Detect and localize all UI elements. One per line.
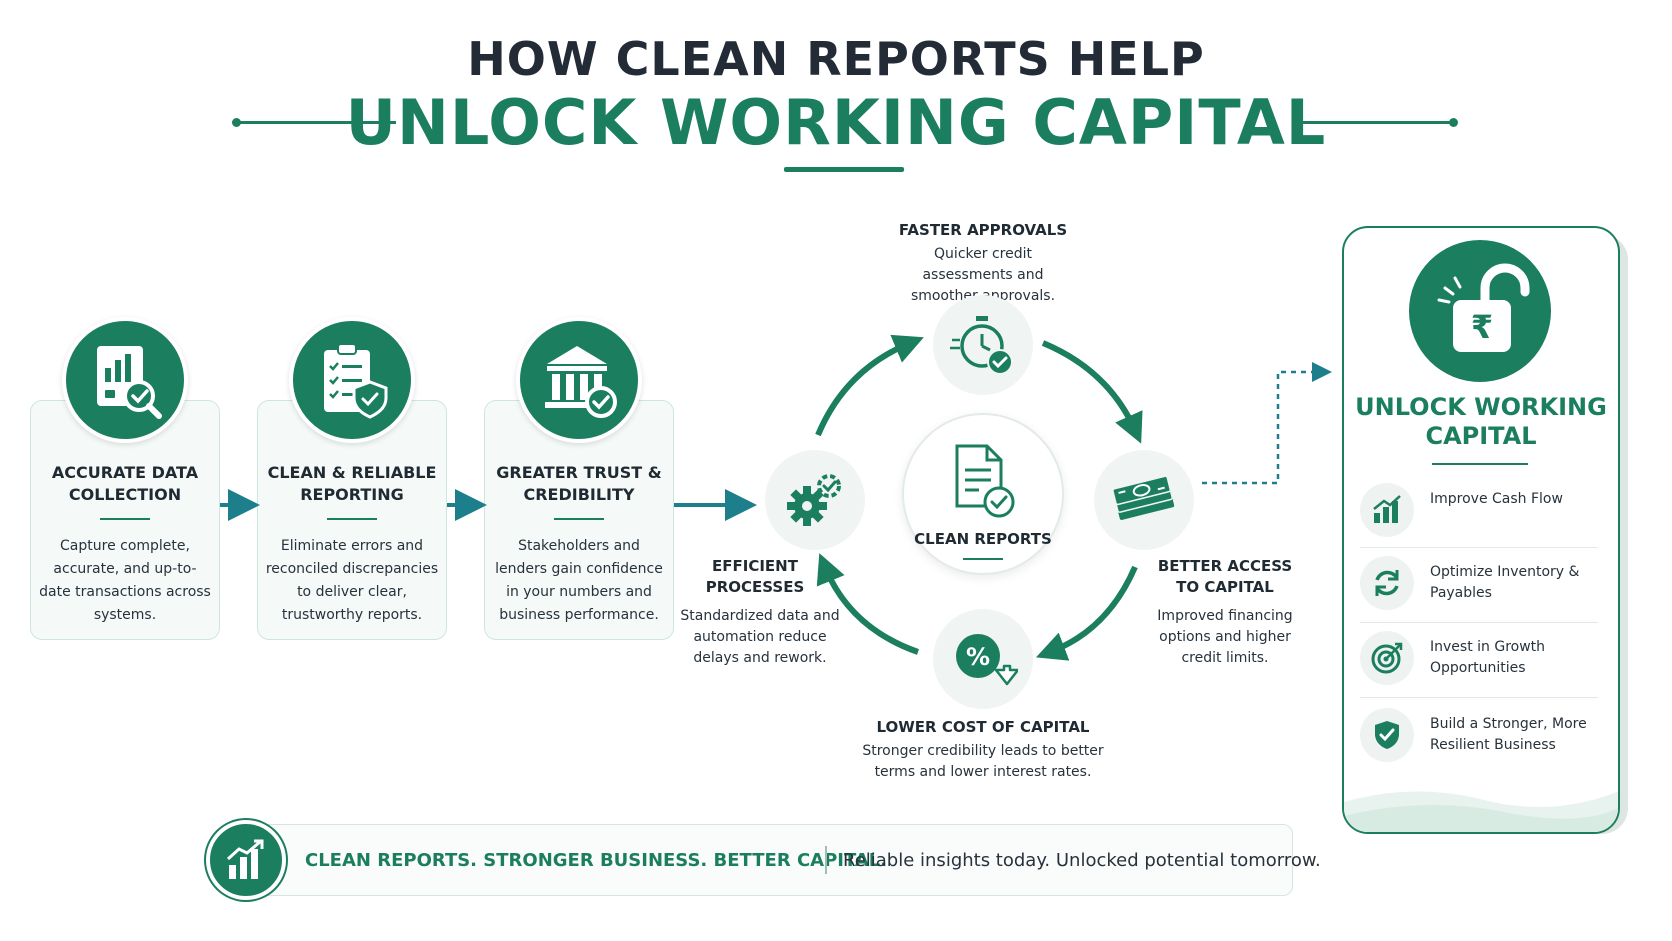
cycle-node-better-access	[1094, 450, 1194, 550]
cycle-node-lower-cost: %	[933, 609, 1033, 709]
dotted-connector-to-panel	[1202, 362, 1332, 485]
header-line-left	[236, 121, 396, 124]
panel-icon-circle: ₹	[1409, 240, 1551, 382]
cycle-desc-better-access: Improved financing options and higher cr…	[1157, 608, 1293, 666]
benefit-icon-wrap	[1360, 631, 1414, 685]
benefit-cash-flow: Improve Cash Flow	[1360, 481, 1600, 541]
step-rule-trust	[554, 518, 604, 520]
step-circle-trust	[516, 317, 642, 443]
bank-check-icon	[545, 346, 617, 418]
cycle-title-faster-approvals: FASTER APPROVALS	[898, 221, 1068, 239]
title-underline	[784, 167, 904, 172]
step-desc-reporting: Eliminate errors and reconciled discrepa…	[265, 538, 439, 623]
cycle-title-better-access: BETTER ACCESS TO CAPITAL	[1157, 557, 1293, 596]
stopwatch-check-icon	[950, 316, 1013, 375]
step-title-data-collection: ACCURATE DATA COLLECTION	[51, 463, 199, 504]
cycle-title-lower-cost: LOWER COST OF CAPITAL	[876, 718, 1090, 736]
benefit-label-inventory: Optimize Inventory & Payables	[1430, 564, 1580, 601]
step-circle-reporting	[289, 317, 415, 443]
benefit-divider	[1360, 547, 1598, 548]
header-line-right	[1293, 121, 1453, 124]
bottom-banner	[223, 824, 1293, 896]
growth-chart-icon	[1373, 495, 1401, 523]
benefit-icon-wrap	[1360, 708, 1414, 762]
banner-tagline: Reliable insights today. Unlocked potent…	[843, 850, 1321, 871]
svg-text:%: %	[966, 643, 990, 671]
cycle-arc-left-to-top	[815, 334, 924, 437]
step-desc-trust: Stakeholders and lenders gain confidence…	[495, 538, 663, 623]
header-dot-right	[1449, 118, 1458, 127]
banner-icon-circle	[206, 820, 286, 900]
panel-rule	[1432, 463, 1528, 465]
cycle-node-efficient-processes	[765, 450, 865, 550]
benefit-icon-wrap	[1360, 556, 1414, 610]
panel-title: UNLOCK WORKING CAPITAL	[1355, 393, 1607, 450]
benefit-divider	[1360, 622, 1598, 623]
benefit-inventory: Optimize Inventory & Payables	[1360, 554, 1600, 614]
refresh-cycle-icon	[1375, 570, 1399, 596]
shield-check-icon	[1375, 721, 1399, 749]
percent-down-icon: %	[956, 634, 1018, 686]
cycle-desc-efficient-processes: Standardized data and automation reduce …	[680, 608, 840, 666]
bar-growth-icon	[226, 839, 264, 879]
cycle-arc-top-to-right	[1041, 340, 1143, 444]
step-title-reporting: CLEAN & RELIABLE REPORTING	[267, 463, 437, 504]
banner-headline: CLEAN REPORTS. STRONGER BUSINESS. BETTER…	[305, 850, 888, 871]
benefit-label-cash-flow: Improve Cash Flow	[1430, 491, 1563, 507]
step-circle-data-collection	[62, 317, 188, 443]
panel-wave	[1344, 791, 1618, 832]
center-label: CLEAN REPORTS	[914, 530, 1052, 548]
clipboard-shield-icon	[324, 343, 388, 419]
step-desc-data-collection: Capture complete, accurate, and up-to-da…	[39, 538, 211, 623]
center-rule	[963, 558, 1003, 560]
gears-check-icon	[787, 474, 841, 526]
benefit-resilient: Build a Stronger, More Resilient Busines…	[1360, 706, 1600, 766]
benefit-label-growth: Invest in Growth Opportunities	[1430, 639, 1546, 676]
cycle-desc-lower-cost: Stronger credibility leads to better ter…	[862, 743, 1104, 780]
document-check-icon	[955, 444, 1015, 518]
cycle-node-faster-approvals	[933, 295, 1033, 395]
cash-stack-icon	[1112, 475, 1175, 520]
title-line-1: HOW CLEAN REPORTS HELP	[467, 32, 1205, 86]
benefit-icon-wrap	[1360, 483, 1414, 537]
svg-text:₹: ₹	[1471, 308, 1493, 346]
title-line-2: UNLOCK WORKING CAPITAL	[345, 86, 1327, 159]
target-icon	[1371, 642, 1403, 674]
cycle-arc-right-to-bottom	[1035, 565, 1138, 661]
benefit-label-resilient: Build a Stronger, More Resilient Busines…	[1430, 716, 1587, 753]
rupee-unlock-icon: ₹	[1437, 263, 1530, 352]
cycle-title-efficient-processes: EFFICIENT PROCESSES	[705, 557, 805, 596]
step-rule-data-collection	[100, 518, 150, 520]
benefit-growth: Invest in Growth Opportunities	[1360, 629, 1600, 689]
step-rule-reporting	[327, 518, 377, 520]
banner-divider	[825, 846, 827, 874]
step-title-trust: GREATER TRUST & CREDIBILITY	[496, 463, 662, 504]
report-magnifier-icon	[97, 346, 162, 419]
benefit-divider	[1360, 697, 1598, 698]
